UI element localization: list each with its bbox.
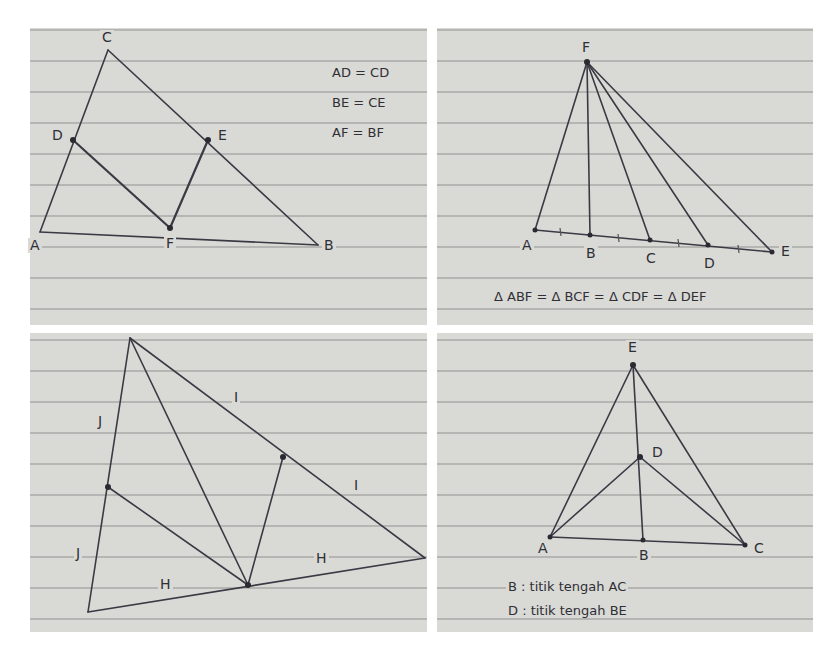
point-label: C — [644, 251, 658, 266]
note-text: AD = CD — [330, 66, 391, 80]
paper-panel — [437, 333, 813, 632]
note-text: D : titik tengah BE — [506, 604, 629, 618]
point-label: E — [216, 128, 229, 143]
paper-panel — [30, 333, 427, 632]
paper-panel — [30, 28, 427, 325]
paper-panel — [437, 28, 813, 325]
point-label: C — [752, 541, 766, 556]
triangle-midpoints — [40, 50, 318, 245]
note-text: AF = BF — [330, 126, 386, 140]
median-triangle — [550, 365, 745, 545]
point-label: B — [322, 238, 336, 253]
side-label: I — [352, 478, 360, 493]
point-label: A — [520, 238, 534, 253]
point-label: F — [164, 236, 176, 251]
point-label: E — [626, 340, 639, 355]
point-label: A — [536, 541, 550, 556]
point-label: C — [100, 30, 114, 45]
point-label: B — [584, 246, 598, 261]
point-label: E — [779, 244, 792, 259]
point-label: D — [650, 445, 665, 460]
point-label: A — [28, 238, 42, 253]
point-label: D — [50, 128, 65, 143]
point-dots — [70, 59, 775, 588]
note-text: BE = CE — [330, 96, 388, 110]
side-label: H — [314, 551, 329, 566]
point-label: B — [637, 548, 651, 563]
side-label: J — [96, 414, 104, 429]
side-label: I — [232, 390, 240, 405]
side-label: J — [74, 546, 82, 561]
note-text: Δ ABF = Δ BCF = Δ CDF = Δ DEF — [492, 290, 708, 304]
side-label: H — [158, 577, 173, 592]
point-label: F — [580, 40, 592, 55]
equal-area-triangles — [535, 62, 772, 252]
triangle-construction — [88, 338, 425, 612]
note-text: B : titik tengah AC — [506, 580, 628, 594]
point-label: D — [702, 256, 717, 271]
